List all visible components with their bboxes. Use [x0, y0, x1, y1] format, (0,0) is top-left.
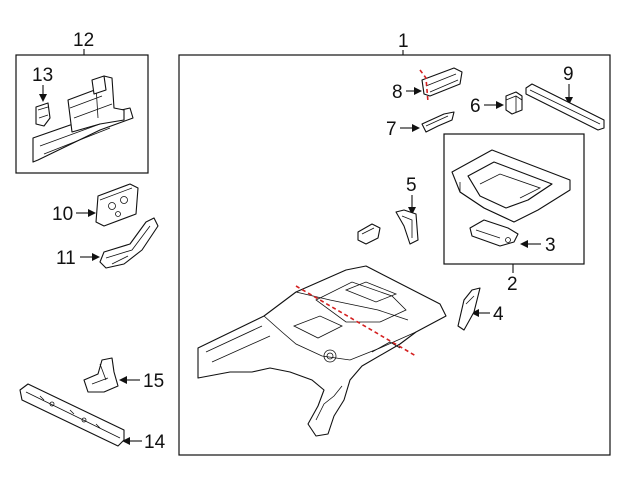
- part-7-bracket[interactable]: [421, 111, 455, 133]
- part-8-rail-extension[interactable]: [421, 67, 463, 97]
- part-2-spare-pan[interactable]: [451, 149, 571, 223]
- callout-8-arrowhead: [414, 87, 422, 95]
- callout-6[interactable]: 6: [470, 96, 481, 117]
- callout-9[interactable]: 9: [563, 64, 574, 85]
- callout-14[interactable]: 14: [144, 432, 166, 453]
- callout-13[interactable]: 13: [32, 65, 53, 86]
- part-4-bracket[interactable]: [457, 287, 481, 331]
- callout-6-arrowhead: [496, 101, 504, 109]
- callout-7-arrowhead: [412, 124, 420, 132]
- part-12-rail-assembly[interactable]: [32, 75, 134, 163]
- callout-15-arrowhead: [119, 376, 127, 384]
- part-5-small-block[interactable]: [357, 223, 381, 245]
- callout-3[interactable]: 3: [545, 235, 556, 256]
- part-11-bracket[interactable]: [99, 217, 159, 269]
- part-13-bracket[interactable]: [35, 102, 51, 127]
- callout-11-arrowhead: [92, 253, 100, 261]
- callout-4-arrowhead: [471, 309, 479, 317]
- callout-11[interactable]: 11: [56, 248, 76, 269]
- part-10-reinforcement-plate[interactable]: [95, 183, 139, 227]
- callout-15[interactable]: 15: [143, 371, 164, 392]
- callout-8[interactable]: 8: [392, 82, 403, 103]
- callout-9-arrowhead: [565, 97, 573, 105]
- callout-1[interactable]: 1: [398, 31, 409, 52]
- assembly-1-frame: [178, 54, 611, 456]
- callout-2[interactable]: 2: [507, 274, 518, 295]
- part-5-bracket[interactable]: [395, 209, 419, 245]
- part-6-bracket[interactable]: [505, 91, 523, 115]
- part-8-cut-line: [419, 69, 429, 103]
- callout-4[interactable]: 4: [493, 304, 504, 325]
- part-14-crossmember[interactable]: [19, 383, 125, 447]
- callout-3-arrowhead: [520, 240, 528, 248]
- part-1-cut-line: [295, 285, 417, 357]
- part-15-bracket[interactable]: [83, 357, 119, 393]
- callout-14-arrowhead: [122, 437, 130, 445]
- callout-5[interactable]: 5: [406, 175, 417, 196]
- part-9-rail[interactable]: [525, 83, 605, 131]
- assembly-2-frame: [443, 133, 585, 265]
- part-3-plate[interactable]: [469, 219, 519, 247]
- callout-5-arrowhead: [408, 207, 416, 215]
- assembly-12-frame: [15, 54, 149, 174]
- callout-10[interactable]: 10: [52, 204, 73, 225]
- callout-13-arrowhead: [39, 94, 47, 102]
- callout-10-arrowhead: [88, 209, 96, 217]
- callout-12[interactable]: 12: [73, 30, 94, 51]
- part-1-rear-floor-pan[interactable]: [197, 265, 447, 437]
- callout-7[interactable]: 7: [386, 119, 397, 140]
